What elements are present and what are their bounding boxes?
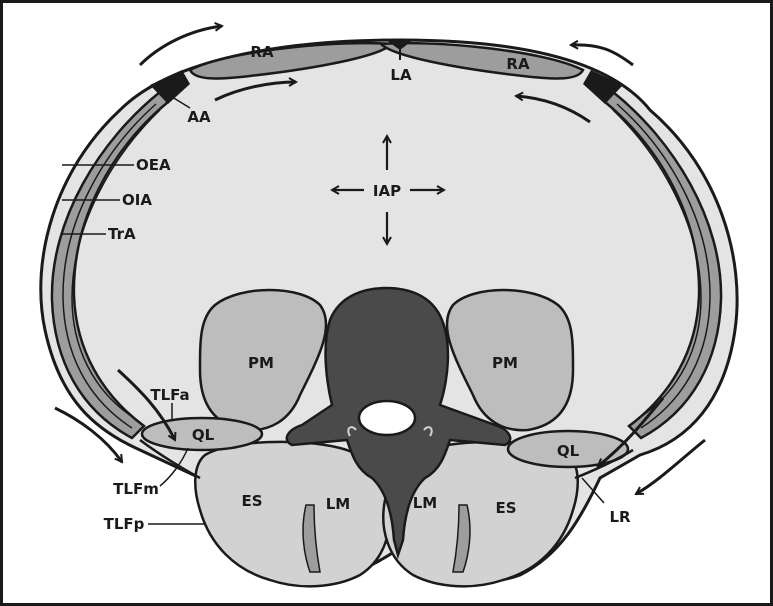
label-tlfa: TLFa <box>150 386 189 404</box>
leader-aa <box>163 91 191 109</box>
arrow-top-right-inner <box>516 96 591 124</box>
multifidus-septum-right <box>452 504 471 573</box>
arrow-bottom-right-inner <box>598 397 665 466</box>
arrow-bottom-left-inner <box>116 368 175 440</box>
label-ql-left: QL <box>192 426 215 444</box>
erector-spinae-left <box>194 440 391 588</box>
arrow-top-right-outer <box>571 45 634 67</box>
label-pm-left: PM <box>248 354 274 372</box>
label-tlfp: TLFp <box>104 515 145 533</box>
arrow-top-left-outer <box>138 26 222 67</box>
label-ql-right: QL <box>557 442 580 460</box>
arrow-bottom-right-outer <box>636 438 706 496</box>
label-iap: IAP <box>373 182 401 200</box>
arrow-top-left-inner <box>214 82 296 102</box>
aponeurosis-left <box>150 70 190 104</box>
spinal-canal <box>357 399 417 437</box>
rectus-abdominis-left <box>188 41 395 80</box>
psoas-major-left <box>198 288 328 432</box>
quadratus-lumborum-right <box>506 429 630 469</box>
thoracolumbar-fascia-left <box>139 438 201 480</box>
label-es-left: ES <box>241 492 262 510</box>
arrow-bottom-left-outer <box>54 406 124 462</box>
multifidus-septum-left <box>302 504 321 573</box>
label-lm-left: LM <box>326 495 351 513</box>
label-aa: AA <box>187 108 211 126</box>
leader-tlfm <box>159 447 189 487</box>
label-ra-left: RA <box>250 43 274 61</box>
aponeurosis-right <box>583 70 623 104</box>
label-pm-right: PM <box>492 354 518 372</box>
psoas-major-right <box>445 288 575 432</box>
label-oea: OEA <box>136 156 171 174</box>
label-ra-right: RA <box>506 55 530 73</box>
label-la: LA <box>390 66 412 84</box>
label-lr: LR <box>609 508 631 526</box>
label-tra: TrA <box>108 225 136 243</box>
label-lm-right: LM <box>413 494 438 512</box>
lateral-wall-left <box>50 90 170 440</box>
quadratus-lumborum-left <box>140 416 264 452</box>
label-tlfm: TLFm <box>113 480 159 498</box>
transverse-process-hook-left <box>347 426 357 437</box>
label-oia: OIA <box>122 191 152 209</box>
transverse-process-hook-right <box>423 426 433 437</box>
label-es-right: ES <box>495 499 516 517</box>
leader-lr <box>581 477 605 504</box>
